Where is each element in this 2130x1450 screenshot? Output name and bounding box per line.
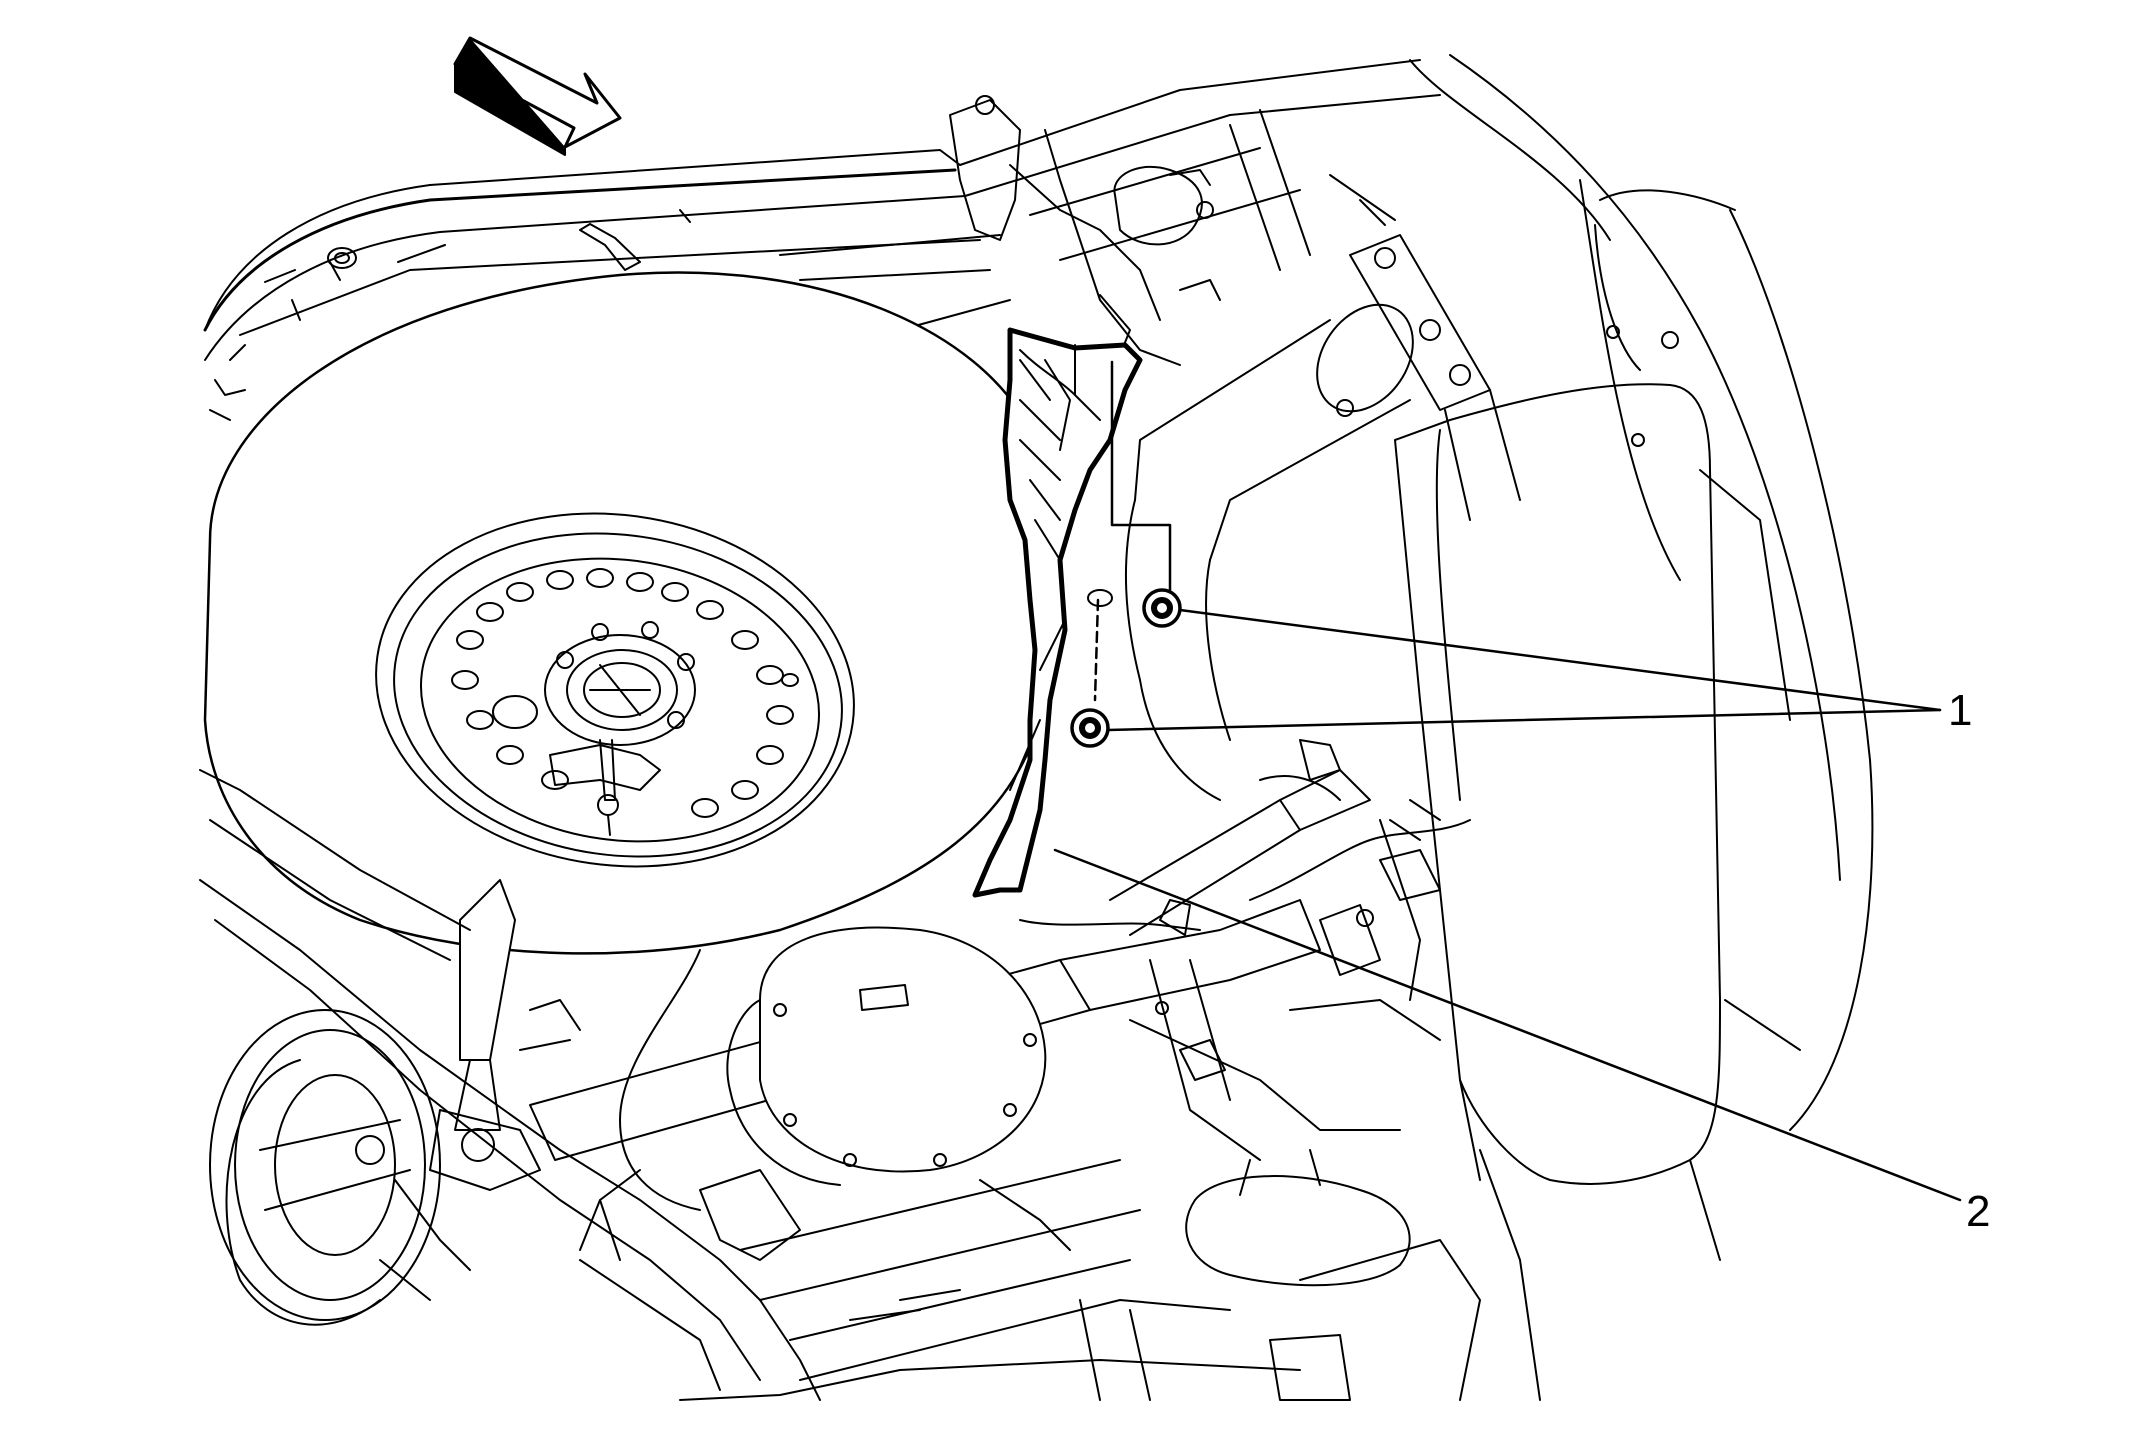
drive-shaft bbox=[1110, 770, 1370, 1160]
fuel-tank bbox=[1395, 384, 1800, 1184]
frame-rail bbox=[205, 150, 980, 420]
exhaust-pipe bbox=[1126, 286, 1433, 800]
hanger-brackets bbox=[1156, 740, 1440, 1080]
floor-pan bbox=[780, 60, 1440, 330]
callout-label-1: 1 bbox=[1948, 686, 1972, 735]
view-direction-arrow-icon bbox=[455, 38, 620, 155]
callout-leaders bbox=[1055, 610, 1960, 1200]
rear-wheel-housing bbox=[1410, 55, 1872, 1260]
bracket-heat-shield-icon bbox=[975, 330, 1140, 895]
leaf-spring bbox=[200, 770, 1440, 1400]
frame-crossmember-bracket bbox=[950, 96, 1220, 365]
body-mount-bracket bbox=[1350, 235, 1520, 520]
callout-label-2: 2 bbox=[1966, 1187, 1990, 1236]
brake-rotor bbox=[210, 1010, 540, 1325]
fastener-nut-icon bbox=[1144, 590, 1180, 626]
shock-absorber bbox=[455, 880, 580, 1161]
rear-axle bbox=[530, 900, 1320, 1260]
spare-wheel-rim bbox=[353, 483, 877, 896]
muffler bbox=[1186, 1150, 1409, 1285]
brake-line bbox=[580, 776, 1470, 1260]
fastener-guide-lines bbox=[1088, 362, 1170, 700]
rear-floor-crossmembers bbox=[680, 1150, 1540, 1400]
fastener-nut-icon bbox=[1072, 710, 1108, 746]
